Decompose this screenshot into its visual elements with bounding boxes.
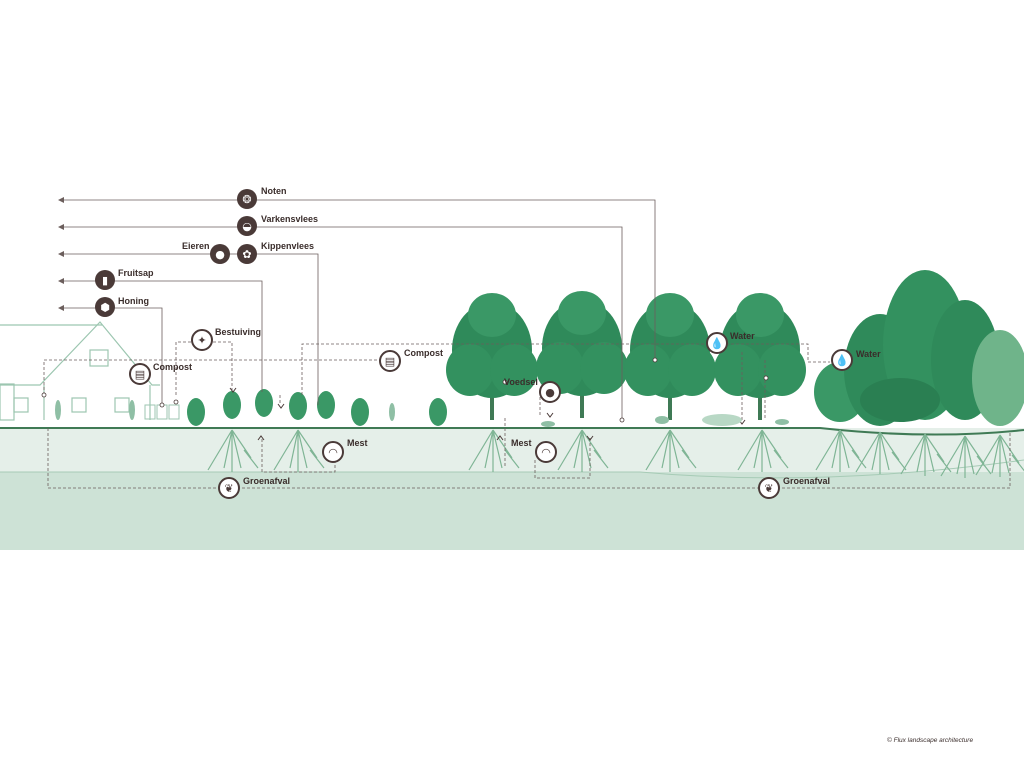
subsoil-boundary xyxy=(0,459,1024,479)
figures xyxy=(55,400,789,427)
label-mest-1: Mest xyxy=(347,438,368,448)
flow-chevrons xyxy=(229,387,746,441)
label-eieren: Eieren xyxy=(182,241,210,251)
label-compost-left: Compost xyxy=(153,362,192,372)
label-voedsel: Voedsel xyxy=(504,377,538,387)
chicken-icon: ✿ xyxy=(237,244,257,264)
label-kippenvlees: Kippenvlees xyxy=(261,241,315,251)
label-mest-2: Mest xyxy=(511,438,532,448)
water-drop-icon: 💧 xyxy=(706,332,728,354)
arrowheads xyxy=(58,197,64,311)
label-groenafval-1: Groenafval xyxy=(243,476,291,486)
flow-nodes xyxy=(41,357,769,423)
ground-line xyxy=(0,427,1024,436)
eggs-icon: ● xyxy=(210,244,230,264)
bee-icon: ✦ xyxy=(191,329,213,351)
manure-icon: ◠ xyxy=(535,441,557,463)
label-bestuiving: Bestuiving xyxy=(215,327,262,337)
leaves-icon: ❦ xyxy=(218,477,240,499)
label-fruitsap: Fruitsap xyxy=(118,268,154,278)
tree-row xyxy=(446,291,806,420)
juice-bottle-icon: ▮ xyxy=(95,270,115,290)
pork-icon: ◒ xyxy=(237,216,257,236)
water-drop-icon: 💧 xyxy=(831,349,853,371)
topsoil-layer xyxy=(0,428,1024,472)
label-water-1: Water xyxy=(730,331,755,341)
honeycomb-icon: ⬢ xyxy=(95,297,115,317)
label-compost-mid: Compost xyxy=(404,348,443,358)
leaves-icon: ❦ xyxy=(758,477,780,499)
nuts-icon: ❂ xyxy=(237,189,257,209)
manure-icon: ◠ xyxy=(322,441,344,463)
label-groenafval-2: Groenafval xyxy=(783,476,831,486)
label-water-2: Water xyxy=(856,349,881,359)
compost-crate-icon: ▤ xyxy=(129,363,151,385)
credit-text: © Flux landscape architecture xyxy=(887,737,974,744)
farmhouse xyxy=(0,321,160,421)
subsoil-layer xyxy=(0,472,1024,550)
food-pellets-icon: ● xyxy=(539,381,561,403)
label-noten: Noten xyxy=(261,186,287,196)
label-honing: Honing xyxy=(118,296,149,306)
forest-edge xyxy=(814,270,1024,479)
orchard-trees xyxy=(187,389,447,426)
compost-crate-icon: ▤ xyxy=(379,350,401,372)
label-varkensvlees: Varkensvlees xyxy=(261,214,319,224)
